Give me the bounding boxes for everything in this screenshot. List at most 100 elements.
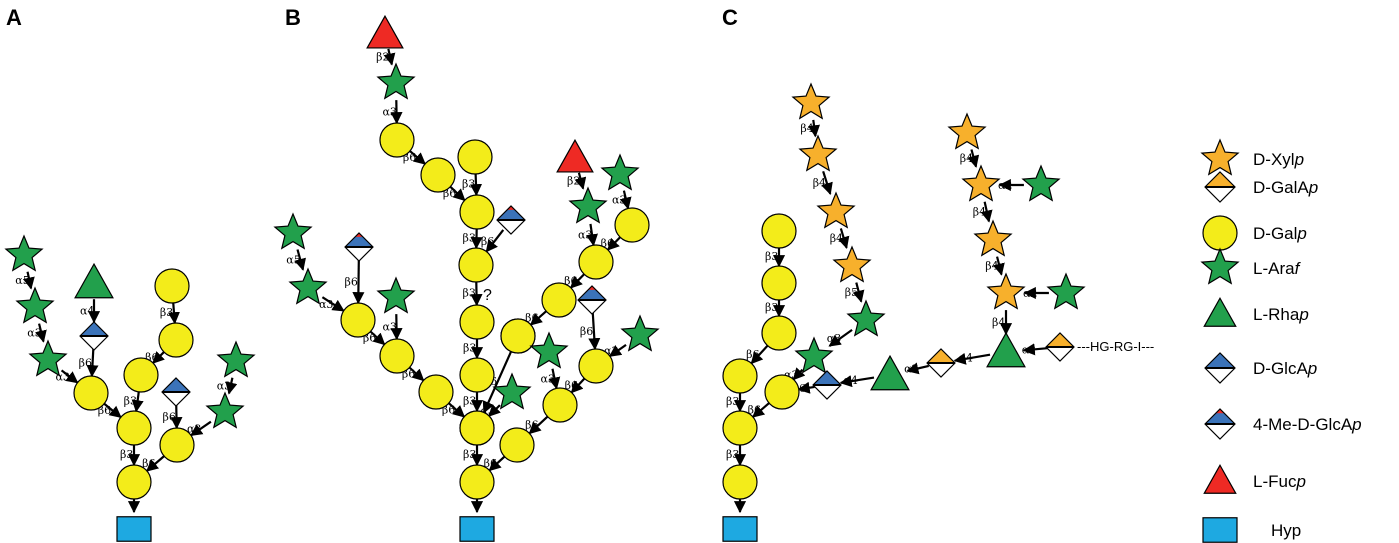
- linkage-label: α5: [15, 274, 29, 287]
- linkage-label: α5: [286, 254, 300, 267]
- linkage-arrow: [407, 365, 425, 382]
- linkage-arrow: [607, 235, 623, 251]
- linkage-label: α4: [958, 352, 972, 365]
- arabinose-icon: [376, 62, 416, 100]
- fucose-icon: [366, 14, 404, 49]
- hydroxyproline-icon: [722, 516, 758, 542]
- linkage-label: α4: [843, 374, 857, 387]
- galacturonic-acid-icon: [926, 348, 956, 378]
- linkage-label: α3: [383, 321, 397, 334]
- linkage-arrow: [482, 349, 513, 414]
- galactose-icon: [761, 315, 797, 351]
- galactose-icon: [722, 358, 758, 394]
- linkage-arrow: [570, 376, 587, 394]
- linkage-label: β4: [960, 152, 973, 165]
- arabinose-icon: [846, 299, 886, 337]
- arabinose-icon: [15, 286, 55, 324]
- linkage-label: β3: [463, 395, 476, 408]
- galactose-icon: [420, 157, 456, 193]
- linkage-label: β3: [160, 306, 173, 319]
- linkage-arrow: [619, 190, 632, 210]
- linkage-label: β3: [765, 250, 778, 263]
- xylose-icon: [798, 134, 838, 172]
- arabinose-icon: [376, 276, 416, 314]
- legend-item-galactose: D-Galp: [1202, 215, 1307, 251]
- linkage-label: β4: [800, 122, 813, 135]
- linkage-label: β6: [580, 325, 593, 338]
- linkage-label: β3: [462, 178, 475, 191]
- arabinose-icon: [1200, 247, 1240, 285]
- linkage-arrow: [585, 223, 598, 247]
- uncertain-linkage-mark: ?: [483, 287, 492, 304]
- linkage-arrow: [548, 368, 561, 390]
- linkage-arrow: [574, 172, 587, 190]
- linkage-arrow: [488, 404, 501, 417]
- galactose-icon: [123, 357, 159, 393]
- methyl-glucuronic-acid-icon: [496, 205, 526, 235]
- linkage-label: β3: [120, 448, 133, 461]
- glucuronic-acid-icon: [812, 370, 842, 400]
- linkage-label: β6: [481, 235, 494, 248]
- linkage-arrow: [35, 323, 47, 343]
- linkage-label: β6: [525, 311, 538, 324]
- linkage-label: β4: [985, 260, 998, 273]
- linkage-arrow: [797, 381, 815, 394]
- linkage-arrow: [750, 343, 770, 365]
- linkage-label: α2: [1023, 287, 1037, 300]
- arabinose-icon: [288, 267, 328, 305]
- linkage-arrow: [383, 48, 396, 66]
- galactose-icon: [418, 374, 454, 410]
- linkage-arrow: [152, 350, 166, 364]
- linkage-label: β3: [463, 448, 476, 461]
- linkage-arrow: [821, 170, 833, 196]
- panel-c: C β3β3β6β3β3β4β4β4β5α3α3β6β6α4α2α4α2β4α2…: [722, 5, 1154, 542]
- galactose-icon: [500, 318, 536, 354]
- linkage-label: β2: [567, 175, 580, 188]
- linkage-arrow: [488, 454, 507, 472]
- galactose-icon: [578, 348, 614, 384]
- linkage-arrow: [828, 329, 853, 347]
- arabinose-icon: [794, 336, 834, 374]
- rhamnose-icon: [986, 331, 1026, 368]
- xylose-icon: [961, 164, 1001, 202]
- linkage-label: β2: [376, 51, 389, 64]
- linkage-arrow: [131, 390, 144, 413]
- galactose-icon: [459, 304, 495, 340]
- panel-b-linkages: β2α3β6β6β3β6β3β3β3β3β3β3α5α3β6α3β6β6β6β2…: [286, 48, 632, 514]
- galactose-icon: [614, 207, 650, 243]
- galactose-icon: [158, 322, 194, 358]
- fucose-icon: [556, 138, 594, 173]
- linkage-label: β3: [765, 301, 778, 314]
- rhamnose-icon: [1203, 297, 1237, 327]
- linkage-arrow: [792, 367, 806, 381]
- linkage-label: β3: [124, 395, 137, 408]
- methyl-glucuronic-acid-icon: [344, 232, 374, 262]
- legend-label: D-GalAp: [1253, 178, 1318, 197]
- xylose-icon: [986, 272, 1026, 310]
- galactose-icon: [379, 338, 415, 374]
- linkage-label: α2: [904, 362, 918, 375]
- galactose-icon: [340, 302, 376, 338]
- legend-label: L-Fucp: [1253, 472, 1306, 491]
- galactose-icon: [761, 213, 797, 249]
- legend-item-methyl-glucuronic-acid: 4-Me-D-GlcAp: [1204, 408, 1362, 440]
- linkage-arrow: [993, 256, 1005, 276]
- linkage-label: α3: [383, 106, 397, 119]
- galactose-icon: [457, 139, 493, 175]
- panel-b-label: B: [285, 5, 301, 30]
- galactose-icon: [116, 410, 152, 446]
- linkage-label: α3: [578, 229, 592, 242]
- rhamnose-icon: [74, 262, 114, 299]
- linkage-label: β3: [726, 448, 739, 461]
- linkage-label: β4: [992, 316, 1005, 329]
- galactose-icon: [499, 427, 535, 463]
- galactose-icon: [159, 427, 195, 463]
- panel-c-linkages: β3β3β6β3β3β4β4β4β5α3α3β6β6α4α2α4α2β4α2β4…: [726, 119, 1049, 514]
- arabinose-icon: [216, 340, 256, 378]
- galactose-icon: [73, 375, 109, 411]
- linkage-arrow: [980, 201, 993, 223]
- hydroxyproline-icon: [459, 516, 495, 542]
- linkage-label: β6: [525, 418, 538, 431]
